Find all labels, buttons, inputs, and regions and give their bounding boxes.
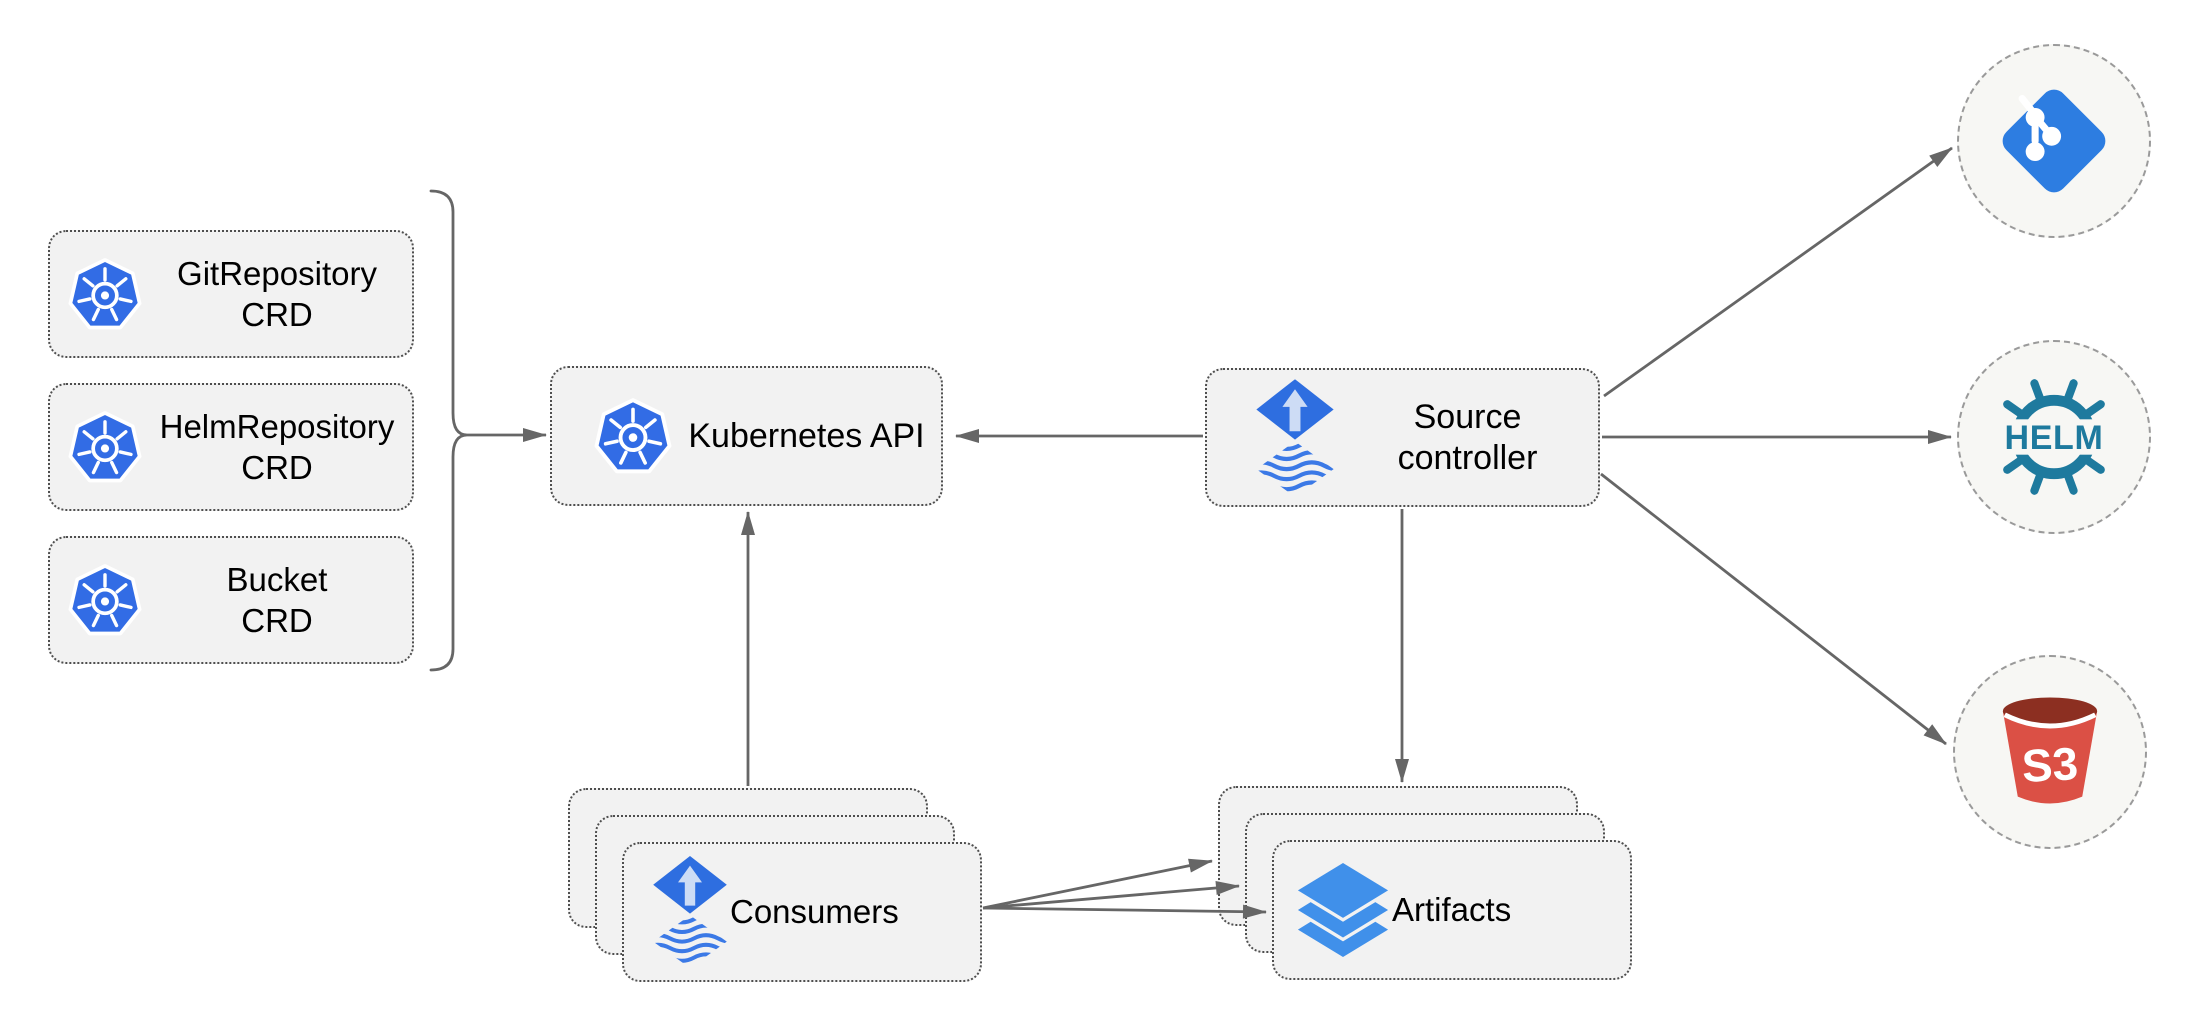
node-gitrepository-crd: GitRepository CRD bbox=[48, 230, 414, 358]
node-helmrepository-crd: HelmRepository CRD bbox=[48, 383, 414, 511]
node-artifacts: Artifacts bbox=[1272, 840, 1632, 980]
label-line: CRD bbox=[241, 296, 313, 333]
flux-icon bbox=[650, 856, 730, 968]
kubernetes-icon bbox=[68, 563, 142, 637]
node-label: HelmRepository CRD bbox=[142, 406, 412, 488]
kubernetes-icon bbox=[68, 410, 142, 484]
arrow-consumers-to-artifacts-back bbox=[982, 858, 1213, 910]
node-label: Kubernetes API bbox=[688, 416, 925, 455]
label-line: GitRepository bbox=[177, 255, 377, 292]
node-source-controller: Source controller bbox=[1205, 368, 1600, 507]
node-label: Consumers bbox=[730, 893, 899, 930]
label-line: CRD bbox=[241, 602, 313, 639]
helm-icon: HELM bbox=[1996, 379, 2112, 495]
label-line: CRD bbox=[241, 449, 313, 486]
node-label: GitRepository CRD bbox=[142, 253, 412, 335]
label-line: Bucket bbox=[226, 561, 328, 598]
arrow-source-to-s3 bbox=[1600, 472, 1947, 746]
label-line: Source bbox=[1413, 397, 1522, 436]
arrow-source-to-git bbox=[1603, 146, 1953, 398]
endpoint-s3: S3 bbox=[1953, 655, 2147, 849]
helm-wordmark: HELM bbox=[2004, 419, 2103, 457]
git-icon bbox=[1995, 82, 2113, 200]
kubernetes-icon bbox=[68, 257, 142, 331]
endpoint-git bbox=[1957, 44, 2151, 238]
label-line: HelmRepository bbox=[159, 408, 395, 445]
node-label: Source controller bbox=[1337, 397, 1598, 479]
kubernetes-icon bbox=[594, 397, 672, 475]
node-label: Bucket CRD bbox=[142, 559, 412, 641]
endpoint-helm: HELM bbox=[1957, 340, 2151, 534]
s3-wordmark: S3 bbox=[2020, 737, 2079, 792]
label-line: controller bbox=[1397, 438, 1538, 477]
crd-group-brace bbox=[429, 189, 468, 672]
node-consumers: Consumers bbox=[622, 842, 982, 982]
node-bucket-crd: Bucket CRD bbox=[48, 536, 414, 664]
flux-icon bbox=[1253, 379, 1337, 497]
node-kubernetes-api: Kubernetes API bbox=[550, 366, 943, 506]
node-label: Artifacts bbox=[1392, 891, 1512, 928]
arrow-consumers-to-artifacts-middle bbox=[982, 880, 1240, 910]
s3-bucket-icon: S3 bbox=[2002, 697, 2098, 804]
layers-icon bbox=[1294, 861, 1392, 959]
